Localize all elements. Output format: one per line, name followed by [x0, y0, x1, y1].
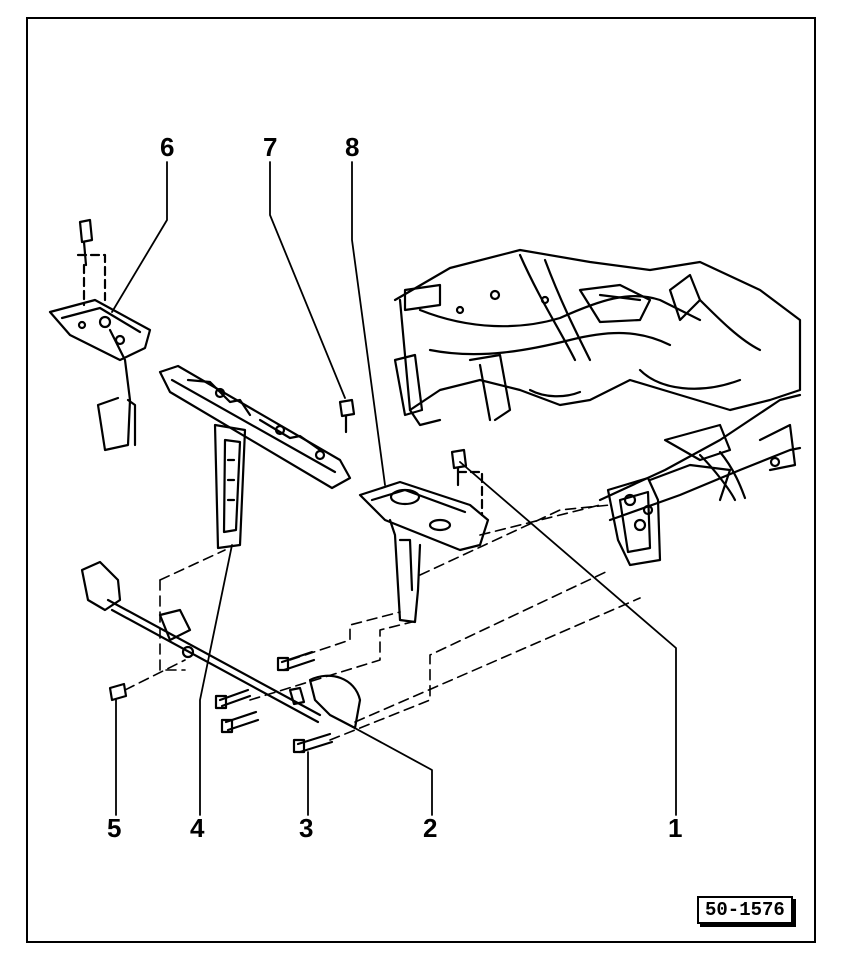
callout-8: 8: [345, 132, 360, 162]
callout-2: 2: [423, 813, 438, 843]
callout-leader-lines: [111, 161, 677, 816]
diagram-frame: [26, 17, 816, 943]
part-2-lower-bar: [80, 560, 362, 730]
callout-6: 6: [160, 132, 175, 162]
assembly-guide-lines: [124, 504, 641, 741]
fastener-bolts: [108, 650, 334, 754]
part-8-bracket: [358, 448, 490, 624]
callout-1: 1: [668, 813, 683, 843]
part-7-bolt: [338, 398, 356, 434]
callout-7: 7: [263, 132, 278, 162]
figure-id-label: 50-1576: [697, 896, 793, 924]
part-6-bracket: [48, 218, 152, 452]
vehicle-front-structure: [393, 248, 802, 567]
part-4-crossmember: [158, 364, 352, 550]
callout-3: 3: [299, 813, 314, 843]
part-5-bolt: [108, 682, 128, 702]
callout-5: 5: [107, 813, 122, 843]
callout-4: 4: [190, 813, 205, 843]
